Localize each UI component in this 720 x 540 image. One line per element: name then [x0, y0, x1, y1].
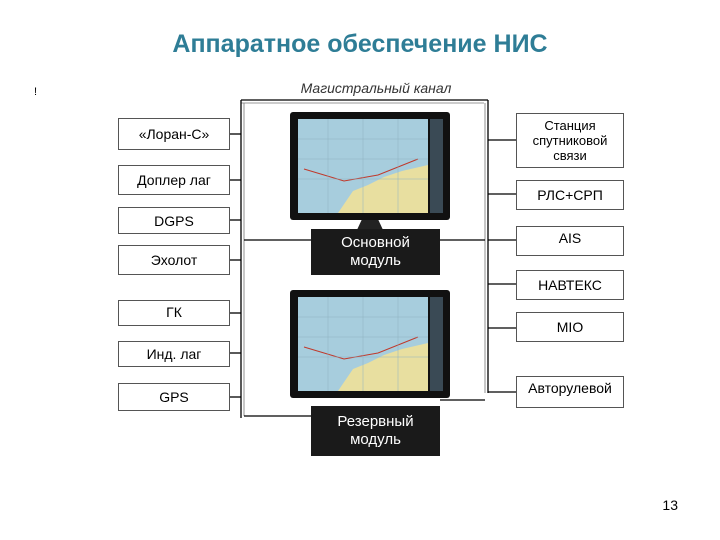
page-title: Аппаратное обеспечение НИС: [172, 30, 548, 58]
device-radar-arpa: РЛС+СРП: [516, 180, 624, 210]
side-panel: [430, 297, 443, 391]
bus-label: Магистральный канал: [300, 80, 452, 96]
device-autopilot: Авторулевой: [516, 376, 624, 408]
nav-chart-icon: [298, 297, 428, 391]
device-gyrocompass: ГК: [118, 300, 230, 326]
device-doppler-log: Доплер лаг: [118, 165, 230, 195]
device-satellite-station: Станция спутниковой связи: [516, 113, 624, 168]
page-number: 13: [662, 497, 678, 513]
stray-mark: !: [34, 86, 38, 98]
device-ais: AIS: [516, 226, 624, 256]
monitor-icon: [290, 290, 450, 398]
nav-chart-screen: [298, 297, 428, 391]
device-gps: GPS: [118, 383, 230, 411]
device-dgps: DGPS: [118, 207, 230, 234]
device-loran-c: «Лоран-С»: [118, 118, 230, 150]
device-navtex: НАВТЕКС: [516, 270, 624, 300]
nav-chart-icon: [298, 119, 428, 213]
device-ind-log: Инд. лаг: [118, 341, 230, 367]
device-mio: MIO: [516, 312, 624, 342]
device-echo-sounder: Эхолот: [118, 245, 230, 275]
nav-chart-screen: [298, 119, 428, 213]
monitor-icon: [290, 112, 450, 220]
side-panel: [430, 119, 443, 213]
